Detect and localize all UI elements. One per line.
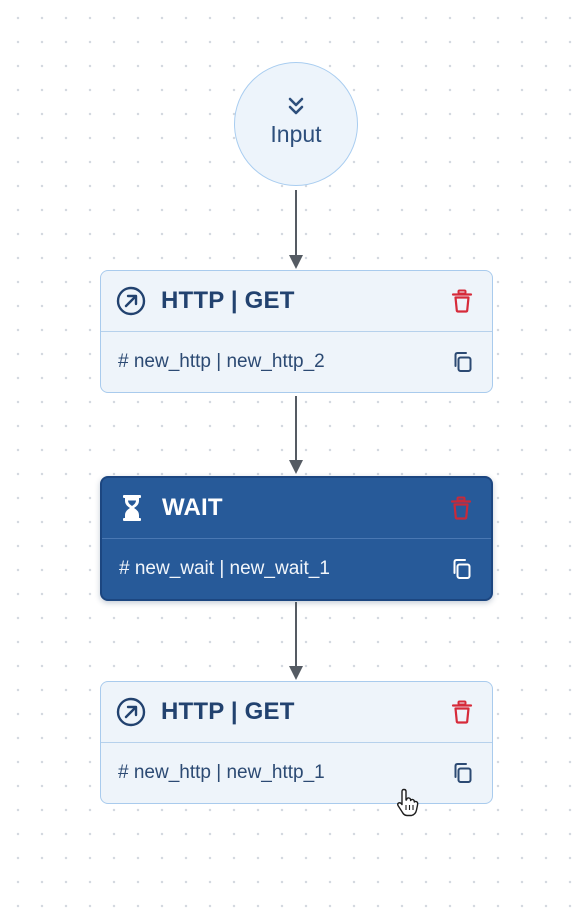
node-title: WAIT: [162, 494, 223, 521]
node-header: HTTP | GET: [101, 682, 492, 743]
input-node[interactable]: Input: [234, 62, 358, 186]
node-identifier: # new_http | new_http_2: [118, 351, 325, 372]
node-wait[interactable]: WAIT # new_wait | new_wait_1: [100, 476, 493, 601]
node-header: HTTP | GET: [101, 271, 492, 332]
connector-arrow: [289, 602, 303, 680]
copy-icon: [454, 352, 472, 372]
node-identifier: # new_wait | new_wait_1: [119, 558, 330, 579]
input-node-label: Input: [270, 120, 322, 147]
node-http-get[interactable]: HTTP | GET # new_http | new_http_2: [100, 270, 493, 393]
node-body: # new_http | new_http_1: [101, 743, 492, 803]
copy-icon: [454, 763, 472, 783]
trash-icon: [450, 496, 472, 520]
connector-arrow: [289, 190, 303, 269]
node-body: # new_http | new_http_2: [101, 332, 492, 392]
connector-arrow: [289, 396, 303, 474]
double-chevron-down-icon: [288, 97, 304, 114]
node-http-get[interactable]: HTTP | GET # new_http | new_http_1: [100, 681, 493, 804]
node-title: HTTP | GET: [161, 698, 295, 725]
node-identifier: # new_http | new_http_1: [118, 762, 325, 783]
delete-node-button[interactable]: [448, 287, 476, 315]
copy-button[interactable]: [449, 556, 475, 582]
arrow-up-right-circle-icon: [115, 696, 147, 728]
hand-pointer-icon: [397, 788, 419, 817]
arrow-up-right-circle-icon: [115, 285, 147, 317]
delete-node-button[interactable]: [448, 698, 476, 726]
trash-icon: [451, 289, 473, 313]
copy-icon: [453, 559, 471, 579]
delete-node-button[interactable]: [447, 494, 475, 522]
hourglass-icon: [116, 492, 148, 524]
node-body: # new_wait | new_wait_1: [102, 539, 491, 599]
node-title: HTTP | GET: [161, 287, 295, 314]
copy-button[interactable]: [450, 349, 476, 375]
trash-icon: [451, 700, 473, 724]
copy-button[interactable]: [450, 760, 476, 786]
node-header: WAIT: [102, 478, 491, 539]
